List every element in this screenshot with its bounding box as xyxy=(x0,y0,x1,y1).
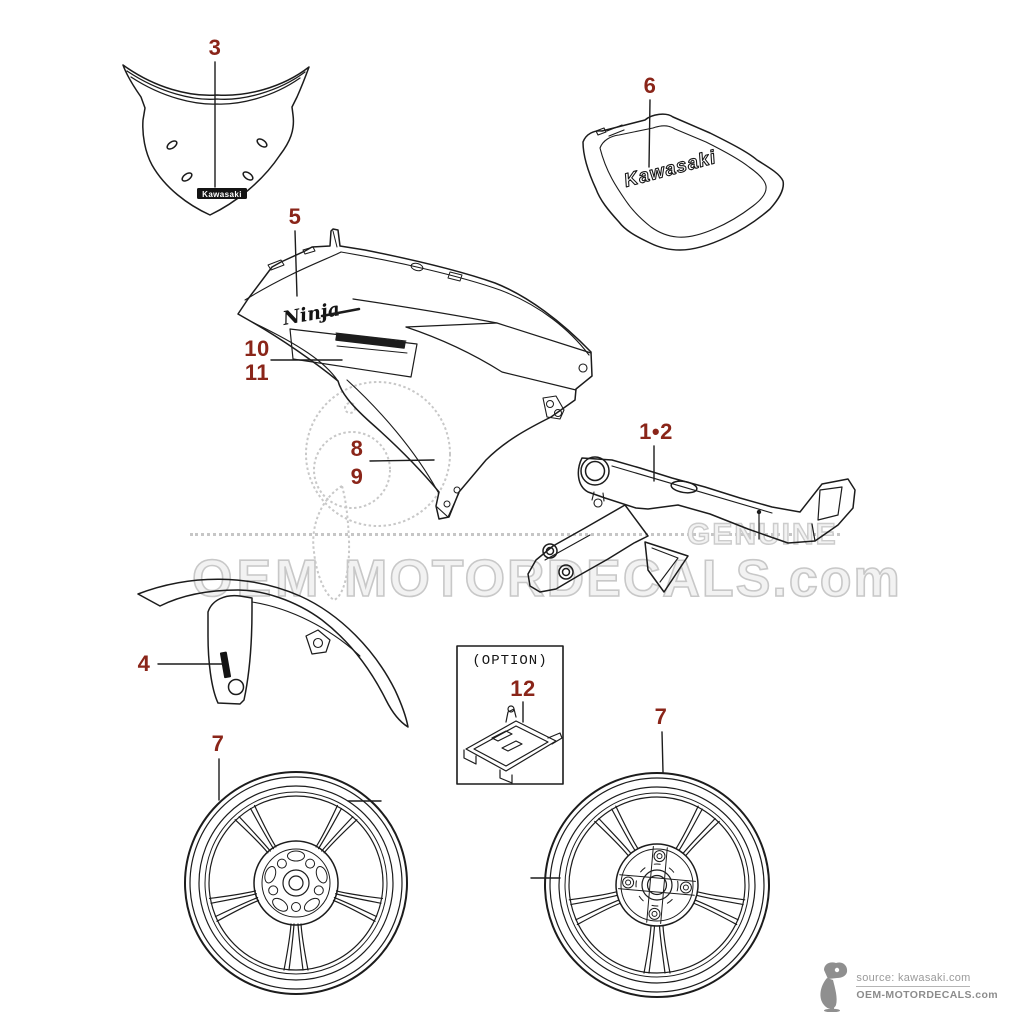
part-label-7-rear: 7 xyxy=(654,704,668,729)
leader-lines xyxy=(157,61,664,879)
option-box-title: (OPTION) xyxy=(472,653,548,669)
part-label-8: 8 xyxy=(350,436,364,461)
footer-source-text: source: kawasaki.com xyxy=(856,971,971,984)
watermark-genuine: GENUINE xyxy=(686,517,838,551)
leader-8-9 xyxy=(369,459,435,462)
bracket-drawing xyxy=(527,456,856,593)
windscreen-decal xyxy=(197,188,247,199)
front-fender-drawing xyxy=(137,578,409,728)
part-label-4: 4 xyxy=(137,651,151,676)
part-label-11: 11 xyxy=(244,360,270,385)
leader-6 xyxy=(648,99,651,168)
side-fairing-drawing: Ninja xyxy=(237,228,593,520)
rear-wheel-drawing xyxy=(544,772,770,998)
part-label-9: 9 xyxy=(350,464,364,489)
footer-branding: source: kawasaki.com OEM-MOTORDECALS.com xyxy=(816,960,998,1012)
leader-5 xyxy=(294,230,298,297)
part-label-7-front: 7 xyxy=(211,731,225,756)
seat-cowl-drawing: Kawasaki xyxy=(582,113,785,251)
part-label-3: 3 xyxy=(208,35,222,60)
seat-cowl-decal-text: Kawasaki xyxy=(622,147,719,192)
watermark-horizontal-line xyxy=(190,533,840,536)
windscreen-drawing: Kawasaki xyxy=(122,64,310,216)
part-label-10: 10 xyxy=(244,336,270,361)
option-box xyxy=(456,645,564,785)
front-wheel-drawing xyxy=(184,771,408,995)
fender-decal-stripe xyxy=(219,651,232,679)
watermark-brand-right: MOTORDECALS.com xyxy=(343,549,902,609)
part-label-5: 5 xyxy=(288,204,302,229)
fairing-decal-flourish xyxy=(320,307,361,318)
windscreen-decal-text: Kawasaki xyxy=(202,190,242,199)
footer-divider xyxy=(856,985,971,987)
bracket-rivet-dot xyxy=(756,509,762,515)
footer-mascot-icon xyxy=(820,962,848,1012)
option-part-drawing xyxy=(463,705,563,784)
part-label-1-2: 1•2 xyxy=(639,419,673,444)
leader-7-rear xyxy=(661,731,664,773)
footer-site-text: OEM-MOTORDECALS.com xyxy=(856,988,998,1001)
part-label-6: 6 xyxy=(643,73,657,98)
part-label-12: 12 xyxy=(510,676,536,701)
